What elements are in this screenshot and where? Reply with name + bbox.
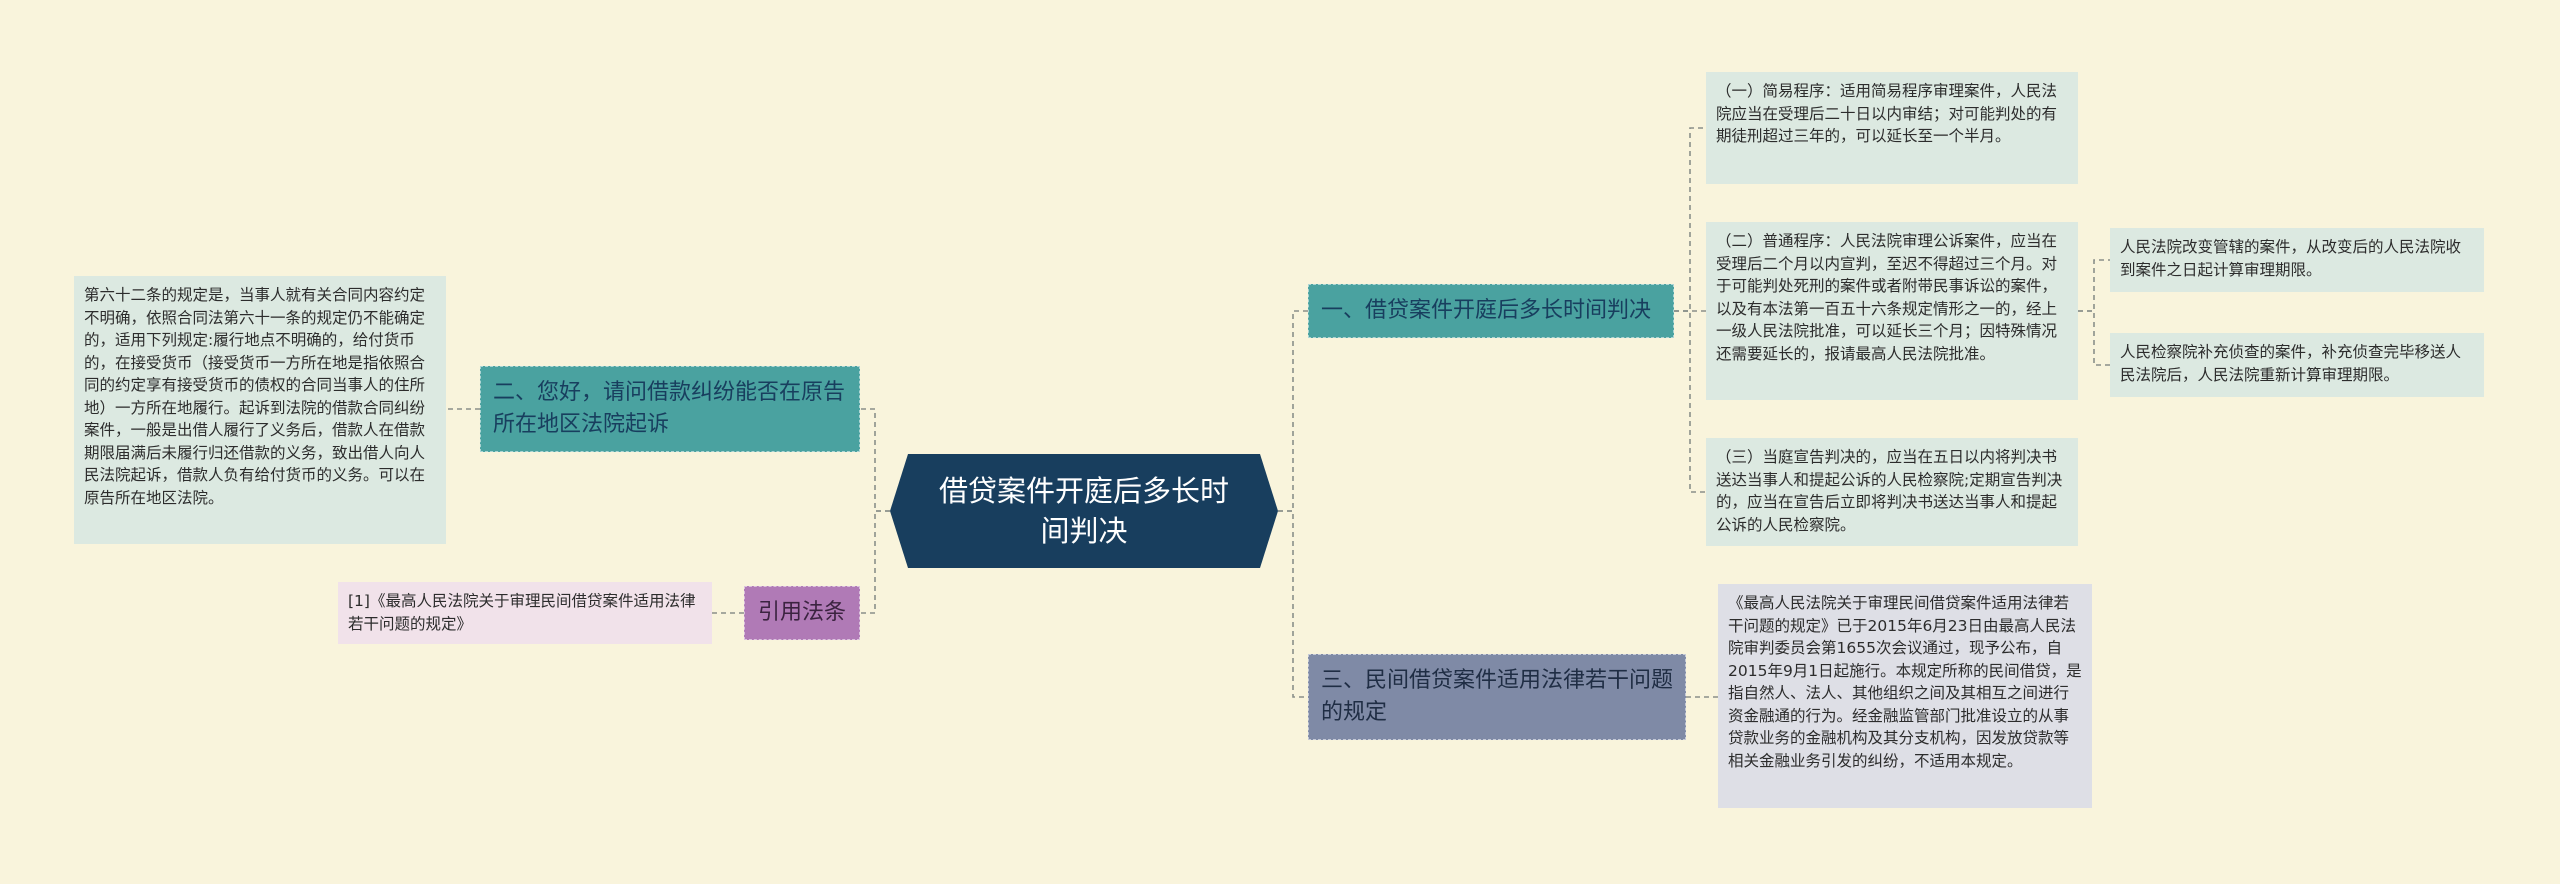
leaf-ordinary-procedure[interactable]: （二）普通程序：人民法院审理公诉案件，应当在受理后二个月以内宣判，至迟不得超过三… (1706, 222, 2078, 400)
link-b1-l1 (1674, 127, 1706, 312)
leaf-jurisdiction-change-text: 人民法院改变管辖的案件，从改变后的人民法院收到案件之日起计算审理期限。 (2120, 238, 2462, 279)
central-topic[interactable]: 借贷案件开庭后多长时间判决 (890, 454, 1278, 568)
leaf-citation[interactable]: [1]《最高人民法院关于审理民间借贷案件适用法律若干问题的规定》 (338, 582, 712, 644)
leaf-article-62[interactable]: 第六十二条的规定是，当事人就有关合同内容约定不明确，依照合同法第六十一条的规定仍… (74, 276, 446, 544)
leaf-jurisdiction-change[interactable]: 人民法院改变管辖的案件，从改变后的人民法院收到案件之日起计算审理期限。 (2110, 228, 2484, 292)
branch-3-label: 三、民间借贷案件适用法律若干问题的规定 (1321, 668, 1674, 725)
leaf-private-lending-rules-text: 《最高人民法院关于审理民间借贷案件适用法律若干问题的规定》已于2015年6月23… (1728, 594, 2082, 770)
leaf-supplementary-investigation[interactable]: 人民检察院补充侦查的案件，补充侦查完毕移送人民法院后，人民法院重新计算审理期限。 (2110, 333, 2484, 397)
link-central-b3 (1278, 510, 1308, 698)
link-l2-l2a (2078, 259, 2110, 312)
link-central-b4 (860, 510, 890, 614)
branch-2-label: 二、您好，请问借款纠纷能否在原告所在地区法院起诉 (493, 380, 846, 437)
link-b1-l3 (1674, 310, 1706, 493)
link-central-b2 (860, 408, 890, 512)
central-topic-label: 借贷案件开庭后多长时间判决 (938, 474, 1229, 548)
branch-4[interactable]: 引用法条 (744, 586, 860, 640)
leaf-supplementary-investigation-text: 人民检察院补充侦查的案件，补充侦查完毕移送人民法院后，人民法院重新计算审理期限。 (2120, 343, 2462, 384)
leaf-private-lending-rules[interactable]: 《最高人民法院关于审理民间借贷案件适用法律若干问题的规定》已于2015年6月23… (1718, 584, 2092, 808)
leaf-simple-procedure[interactable]: （一）简易程序：适用简易程序审理案件，人民法院应当在受理后二十日以内审结；对可能… (1706, 72, 2078, 184)
leaf-ordinary-procedure-text: （二）普通程序：人民法院审理公诉案件，应当在受理后二个月以内宣判，至迟不得超过三… (1716, 232, 2058, 363)
branch-2[interactable]: 二、您好，请问借款纠纷能否在原告所在地区法院起诉 (480, 366, 860, 452)
branch-1-label: 一、借贷案件开庭后多长时间判决 (1321, 298, 1652, 323)
leaf-simple-procedure-text: （一）简易程序：适用简易程序审理案件，人民法院应当在受理后二十日以内审结；对可能… (1716, 82, 2058, 145)
branch-3[interactable]: 三、民间借贷案件适用法律若干问题的规定 (1308, 654, 1686, 740)
link-l2-l2b (2078, 310, 2110, 366)
leaf-citation-text: [1]《最高人民法院关于审理民间借贷案件适用法律若干问题的规定》 (348, 592, 696, 633)
leaf-court-verdict-text: （三）当庭宣告判决的，应当在五日以内将判决书送达当事人和提起公诉的人民检察院;定… (1716, 448, 2063, 534)
branch-1[interactable]: 一、借贷案件开庭后多长时间判决 (1308, 284, 1674, 338)
link-central-b1 (1278, 310, 1308, 512)
leaf-court-verdict[interactable]: （三）当庭宣告判决的，应当在五日以内将判决书送达当事人和提起公诉的人民检察院;定… (1706, 438, 2078, 546)
leaf-article-62-text: 第六十二条的规定是，当事人就有关合同内容约定不明确，依照合同法第六十一条的规定仍… (84, 286, 426, 507)
branch-4-label: 引用法条 (757, 600, 846, 625)
